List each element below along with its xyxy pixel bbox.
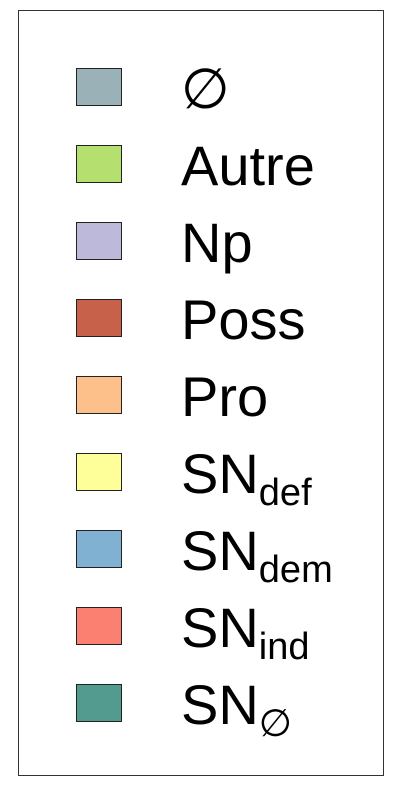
legend-swatch <box>76 376 122 414</box>
legend-entry: Pro <box>19 358 385 435</box>
legend-label-text: SN <box>181 519 259 582</box>
legend-label-subscript: def <box>258 472 312 514</box>
legend-swatch <box>76 299 122 337</box>
legend-label: Np <box>181 204 253 281</box>
legend-swatch <box>76 453 122 491</box>
legend-label: SNdem <box>181 512 333 589</box>
legend-swatch <box>76 684 122 722</box>
legend-label: SN∅ <box>181 666 292 743</box>
legend-label-text: Np <box>181 211 253 274</box>
legend-label: ∅ <box>181 50 230 127</box>
legend-entry: Autre <box>19 127 385 204</box>
legend-entry: SNind <box>19 589 385 666</box>
legend-label-text: ∅ <box>181 57 230 120</box>
legend-entry: SNdef <box>19 435 385 512</box>
legend-entry: Poss <box>19 281 385 358</box>
legend-label: Pro <box>181 358 268 435</box>
legend-label-subscript: dem <box>258 549 333 591</box>
legend-swatch <box>76 145 122 183</box>
legend-label: SNdef <box>181 435 312 512</box>
legend-swatch <box>76 68 122 106</box>
legend-label-text: SN <box>181 673 259 736</box>
legend-label-text: Autre <box>181 134 315 197</box>
legend-entry: SNdem <box>19 512 385 589</box>
legend-label-text: Poss <box>181 288 306 351</box>
legend-label-text: Pro <box>181 365 269 428</box>
legend-label: Poss <box>181 281 306 358</box>
legend-label-subscript: ind <box>258 626 310 668</box>
legend-label-text: SN <box>181 596 259 659</box>
legend-swatch <box>76 222 122 260</box>
legend-entry: Np <box>19 204 385 281</box>
legend-label-text: SN <box>181 442 259 505</box>
legend-label: Autre <box>181 127 315 204</box>
legend-swatch <box>76 607 122 645</box>
legend-entry: ∅ <box>19 50 385 127</box>
legend-label: SNind <box>181 589 310 666</box>
legend-label-subscript: ∅ <box>258 703 292 745</box>
legend-swatch <box>76 530 122 568</box>
legend-entry: SN∅ <box>19 666 385 743</box>
